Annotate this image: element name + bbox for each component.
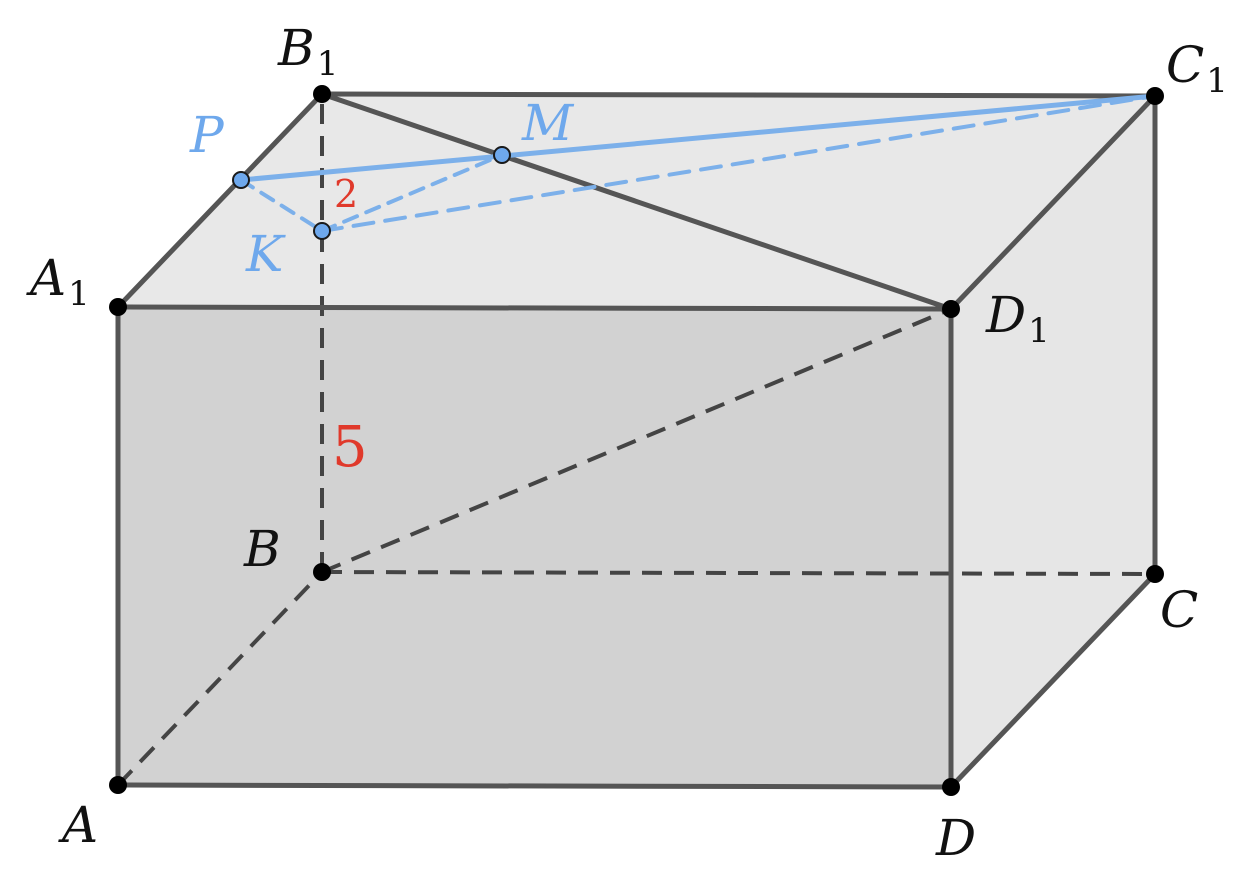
label-a1: A1 — [26, 249, 90, 314]
line-k-m — [320, 153, 504, 233]
label-m: M — [521, 94, 575, 152]
label-k: K — [245, 225, 286, 283]
point-c1 — [1146, 87, 1164, 105]
diagonal-b1-d1 — [319, 91, 954, 312]
edge-a-d — [115, 782, 954, 790]
edge-b-c — [321, 570, 1156, 576]
line-k-c1 — [320, 94, 1157, 233]
label-p: P — [189, 106, 225, 164]
point-k — [313, 222, 331, 240]
label-a: A — [58, 796, 98, 854]
point-a1 — [109, 298, 127, 316]
point-p — [232, 171, 250, 189]
label-c: C — [1160, 581, 1198, 639]
line-p-c1 — [238, 93, 1158, 183]
edge-d-c — [948, 571, 1158, 790]
measure-k-b: 5 — [332, 415, 368, 480]
face-right — [951, 96, 1155, 787]
measure-b1-k: 2 — [334, 172, 358, 216]
point-b — [313, 563, 331, 581]
edge-a1-b1 — [115, 91, 325, 310]
diagonal-b-d1 — [321, 307, 952, 574]
edge-a1-d1 — [115, 304, 954, 312]
edge-a-b — [116, 570, 324, 787]
point-m — [493, 146, 511, 164]
label-d1: D1 — [985, 286, 1050, 351]
construction-lines — [238, 93, 1158, 233]
point-c — [1146, 565, 1164, 583]
point-b1 — [313, 85, 331, 103]
edge-c1-d1 — [948, 93, 1158, 312]
line-p-k — [239, 178, 324, 233]
point-d1 — [942, 300, 960, 318]
point-d — [942, 778, 960, 796]
label-b1: B1 — [277, 19, 338, 84]
label-c1: C1 — [1166, 36, 1228, 101]
construction-points — [232, 146, 511, 240]
face-front — [118, 307, 951, 787]
vertex-points — [109, 85, 1164, 796]
point-a — [109, 776, 127, 794]
label-d: D — [935, 809, 976, 867]
edge-b1-c1 — [319, 91, 1158, 99]
visible-edges — [115, 91, 1158, 790]
label-b: B — [243, 520, 281, 578]
